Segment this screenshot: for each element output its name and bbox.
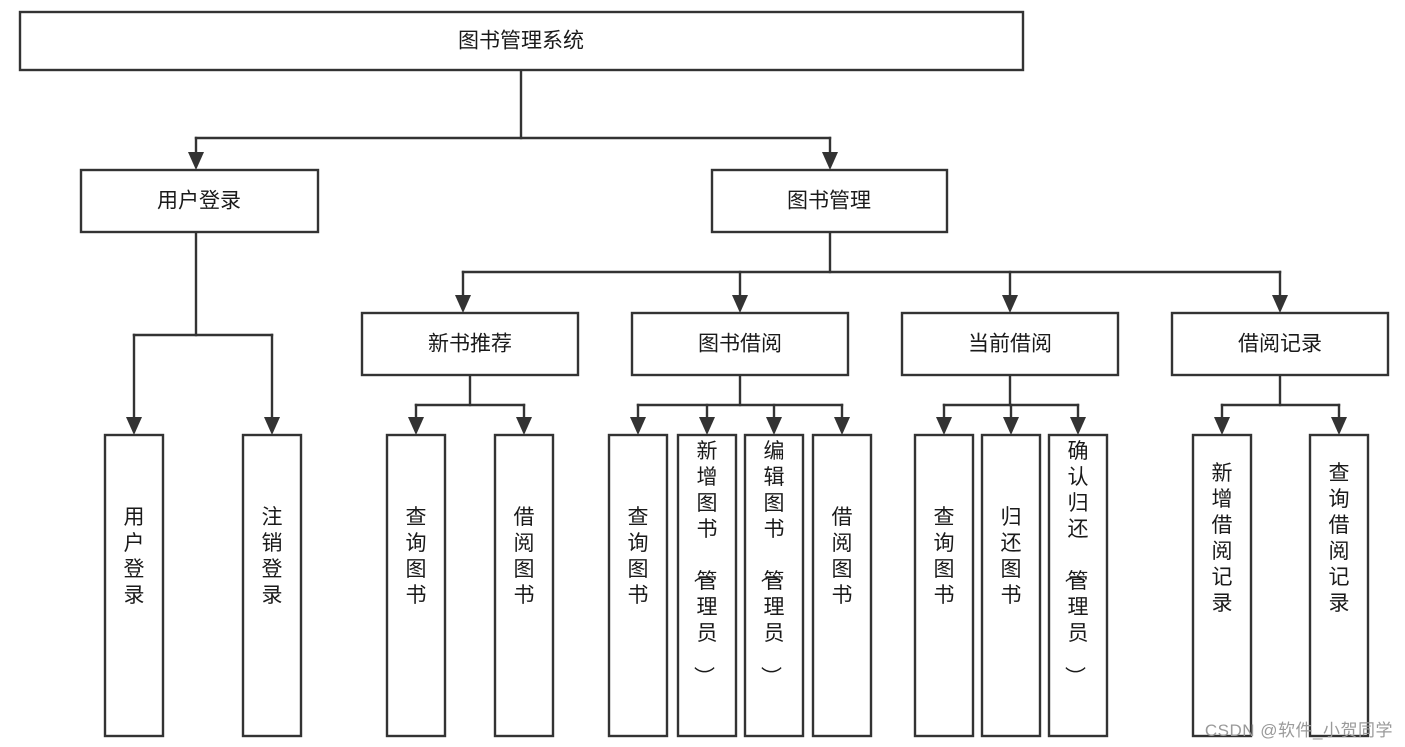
node-leaf-query-book-2[interactable]: 查询图书 bbox=[607, 433, 669, 738]
arrow-head-leaf-borrow-book-1 bbox=[516, 417, 532, 435]
node-new-book-rec-label: 新书推荐 bbox=[428, 333, 512, 356]
node-leaf-query-book-2-label: 查询图书 bbox=[628, 506, 649, 607]
arrow-head-leaf-query-book-3 bbox=[936, 417, 952, 435]
node-leaf-logout[interactable]: 注销登录 bbox=[241, 433, 303, 738]
node-user-login[interactable]: 用户登录 bbox=[79, 168, 320, 234]
node-leaf-add-record[interactable]: 新增借阅记录 bbox=[1191, 433, 1253, 738]
node-leaf-confirm-return-label: 确认归还（管理员） bbox=[1063, 440, 1089, 687]
node-leaf-query-book-3[interactable]: 查询图书 bbox=[913, 433, 975, 738]
node-leaf-query-record[interactable]: 查询借阅记录 bbox=[1308, 433, 1370, 738]
node-leaf-query-record-box[interactable] bbox=[1308, 433, 1370, 738]
arrow-head-leaf-query-record bbox=[1331, 417, 1347, 435]
arrow-head-leaf-confirm-return bbox=[1070, 417, 1086, 435]
node-leaf-borrow-book-1-label: 借阅图书 bbox=[514, 506, 535, 607]
node-root-box[interactable] bbox=[18, 10, 1025, 72]
node-borrow-record[interactable]: 借阅记录 bbox=[1170, 311, 1390, 377]
node-leaf-borrow-book-1[interactable]: 借阅图书 bbox=[493, 433, 555, 738]
node-leaf-return-book[interactable]: 归还图书 bbox=[980, 433, 1042, 738]
node-book-manage[interactable]: 图书管理 bbox=[710, 168, 949, 234]
node-leaf-confirm-return[interactable]: 确认归还（管理员） bbox=[1047, 433, 1109, 738]
node-leaf-edit-book-label: 编辑图书（管理员） bbox=[759, 440, 785, 687]
arrow-head-leaf-edit-book bbox=[766, 417, 782, 435]
node-leaf-borrow-book-2[interactable]: 借阅图书 bbox=[811, 433, 873, 738]
node-leaf-add-book[interactable]: 新增图书（管理员） bbox=[676, 433, 738, 738]
arrow-head-leaf-query-book-1 bbox=[408, 417, 424, 435]
node-leaf-user-login-label: 用户登录 bbox=[124, 506, 145, 607]
arrow-head-leaf-user-login bbox=[126, 417, 142, 435]
node-leaf-edit-book[interactable]: 编辑图书（管理员） bbox=[743, 433, 805, 738]
node-current-borrow-label: 当前借阅 bbox=[968, 333, 1052, 356]
node-leaf-query-book-1-box[interactable] bbox=[385, 433, 447, 738]
node-user-login-label: 用户登录 bbox=[157, 190, 241, 213]
node-book-borrow-box[interactable] bbox=[630, 311, 850, 377]
node-leaf-return-book-box[interactable] bbox=[980, 433, 1042, 738]
node-leaf-borrow-book-1-box[interactable] bbox=[493, 433, 555, 738]
arrow-head-book-manage bbox=[822, 152, 838, 170]
node-book-borrow[interactable]: 图书借阅 bbox=[630, 311, 850, 377]
node-borrow-record-label: 借阅记录 bbox=[1238, 333, 1322, 356]
arrow-head-new-book-rec bbox=[455, 295, 471, 313]
node-leaf-add-record-label: 新增借阅记录 bbox=[1212, 462, 1233, 615]
arrow-head-user-login bbox=[188, 152, 204, 170]
node-book-manage-label: 图书管理 bbox=[787, 190, 871, 213]
node-leaf-query-record-label: 查询借阅记录 bbox=[1329, 462, 1350, 615]
arrow-head-leaf-logout bbox=[264, 417, 280, 435]
node-leaf-borrow-book-2-box[interactable] bbox=[811, 433, 873, 738]
arrow-head-borrow-record bbox=[1272, 295, 1288, 313]
node-current-borrow-box[interactable] bbox=[900, 311, 1120, 377]
node-root-label: 图书管理系统 bbox=[458, 30, 584, 53]
arrow-head-leaf-add-book bbox=[699, 417, 715, 435]
node-root[interactable]: 图书管理系统 bbox=[18, 10, 1025, 72]
node-leaf-logout-box[interactable] bbox=[241, 433, 303, 738]
node-borrow-record-box[interactable] bbox=[1170, 311, 1390, 377]
arrow-head-leaf-borrow-book-2 bbox=[834, 417, 850, 435]
node-leaf-query-book-1[interactable]: 查询图书 bbox=[385, 433, 447, 738]
node-leaf-borrow-book-2-label: 借阅图书 bbox=[832, 506, 853, 607]
node-book-borrow-label: 图书借阅 bbox=[698, 333, 782, 356]
node-leaf-query-book-3-label: 查询图书 bbox=[934, 506, 955, 607]
arrow-head-book-borrow bbox=[732, 295, 748, 313]
node-leaf-user-login-box[interactable] bbox=[103, 433, 165, 738]
node-book-manage-box[interactable] bbox=[710, 168, 949, 234]
arrow-head-leaf-query-book-2 bbox=[630, 417, 646, 435]
connector-layer bbox=[126, 68, 1347, 435]
arrow-head-leaf-return-book bbox=[1003, 417, 1019, 435]
node-leaf-add-book-box[interactable] bbox=[676, 433, 738, 738]
node-leaf-add-record-box[interactable] bbox=[1191, 433, 1253, 738]
node-user-login-box[interactable] bbox=[79, 168, 320, 234]
arrow-head-current-borrow bbox=[1002, 295, 1018, 313]
node-new-book-rec-box[interactable] bbox=[360, 311, 580, 377]
arrow-head-leaf-add-record bbox=[1214, 417, 1230, 435]
node-leaf-return-book-label: 归还图书 bbox=[1001, 506, 1022, 607]
node-leaf-query-book-2-box[interactable] bbox=[607, 433, 669, 738]
node-leaf-user-login[interactable]: 用户登录 bbox=[103, 433, 165, 738]
node-leaf-edit-book-box[interactable] bbox=[743, 433, 805, 738]
node-leaf-query-book-1-label: 查询图书 bbox=[406, 506, 427, 607]
node-leaf-query-book-3-box[interactable] bbox=[913, 433, 975, 738]
node-leaf-confirm-return-box[interactable] bbox=[1047, 433, 1109, 738]
node-current-borrow[interactable]: 当前借阅 bbox=[900, 311, 1120, 377]
node-leaf-logout-label: 注销登录 bbox=[262, 506, 283, 607]
node-leaf-add-book-label: 新增图书（管理员） bbox=[692, 440, 718, 687]
node-new-book-rec[interactable]: 新书推荐 bbox=[360, 311, 580, 377]
